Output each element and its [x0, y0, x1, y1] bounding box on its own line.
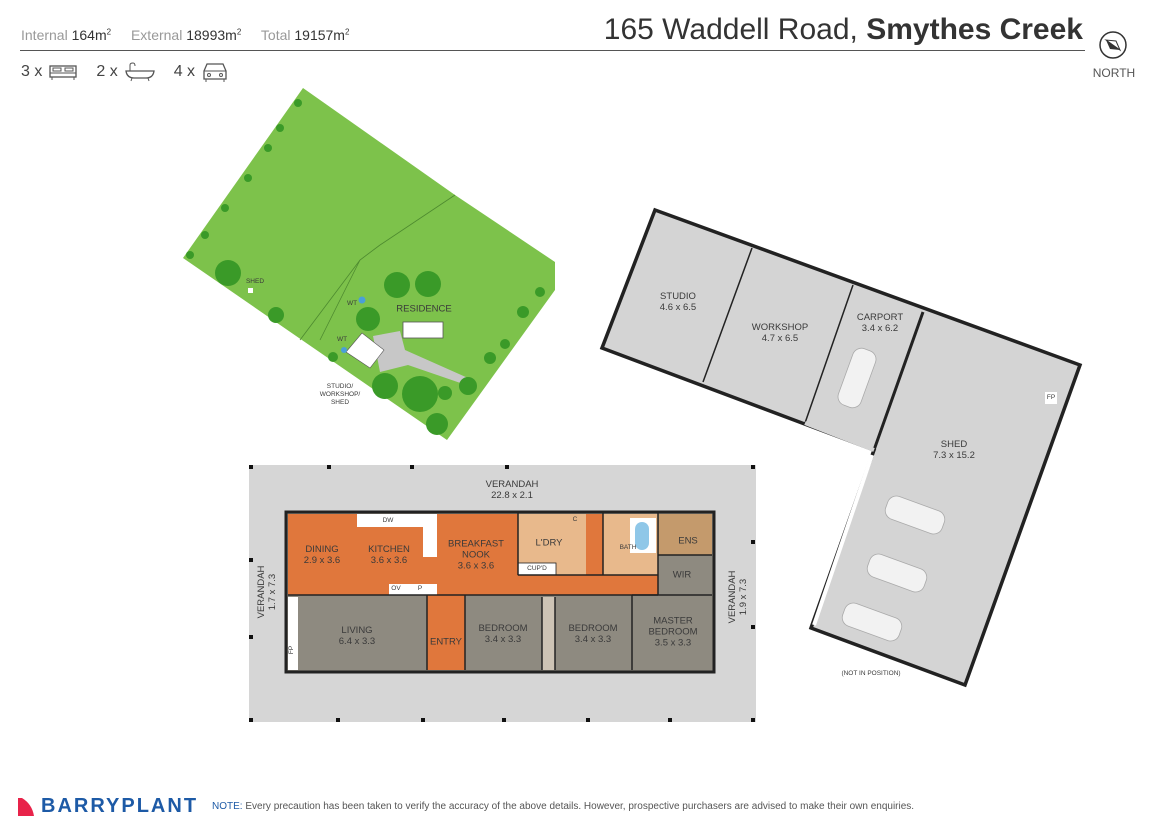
fp-box — [1045, 392, 1057, 404]
area-stats: Internal 164m2 External 18993m2 Total 19… — [21, 27, 365, 43]
oven-pantry — [389, 584, 437, 595]
site-shed-label: SHED — [245, 278, 265, 285]
entry-floor — [427, 595, 465, 670]
feature-counts: 3 x 2 x 4 x — [21, 61, 241, 83]
wir-label: WIR — [672, 569, 692, 581]
brand-logo: BARRYPLANT — [41, 795, 199, 817]
total-value: 19157m2 — [294, 27, 350, 43]
studio-footprint — [345, 332, 385, 369]
entry-label: ENTRY — [429, 636, 463, 648]
residence-footprint — [402, 321, 444, 339]
page-title: 165 Waddell Road, Smythes Creek — [604, 13, 1083, 47]
water-tank-2 — [341, 347, 347, 353]
external-label: External — [130, 27, 183, 43]
ov-label: OV — [391, 585, 401, 592]
ens-label: ENS — [678, 535, 698, 547]
internal-value: 164m2 — [71, 27, 112, 43]
fp-label: FP — [288, 645, 295, 655]
disclaimer-note: NOTE: Every precaution has been taken to… — [212, 801, 915, 812]
laundry-label: L'DRY — [535, 537, 563, 549]
bath-count: 2 x — [96, 63, 118, 80]
lot-boundary — [183, 88, 555, 440]
shed-door — [812, 454, 874, 626]
cupboard-label: CUP'D — [527, 565, 547, 572]
bath-icon — [124, 62, 155, 82]
address: 165 Waddell Road, — [603, 13, 858, 46]
site-wt-label: WT — [346, 300, 358, 307]
site-wt-label-2: WT — [336, 336, 348, 343]
dw-label: DW — [382, 517, 394, 524]
trees — [186, 99, 545, 435]
internal-label: Internal — [21, 27, 68, 43]
water-tank-1 — [358, 296, 366, 304]
verandah-posts — [249, 465, 755, 722]
tiled-area — [288, 514, 658, 595]
bed-count: 3 x — [21, 63, 43, 80]
site-studio-label: STUDIO/WORKSHOP/SHED — [319, 383, 361, 406]
site-residence-label: RESIDENCE — [396, 303, 452, 315]
compass-icon — [1099, 31, 1127, 59]
wardrobe — [542, 597, 555, 670]
bath-label: BATH — [619, 544, 637, 551]
workshop-carport-wall — [804, 284, 854, 424]
outbuildings-plan — [599, 207, 1083, 688]
car-icon — [203, 63, 227, 82]
site-plan — [183, 88, 555, 440]
footer: BARRYPLANT NOTE: Every precaution has be… — [17, 795, 914, 818]
studio-workshop-wall — [702, 247, 753, 383]
header-divider — [20, 50, 1085, 51]
cars — [837, 347, 946, 642]
car-count: 4 x — [173, 63, 196, 80]
shed-footprint — [248, 288, 253, 293]
carport-shed-wall — [872, 311, 925, 451]
outbuilding-outline — [599, 207, 1083, 688]
north-label: NORTH — [1092, 66, 1136, 80]
ens-floor — [658, 514, 712, 555]
suburb: Smythes Creek — [866, 13, 1083, 46]
external-value: 18993m2 — [186, 27, 242, 43]
kitchen-bench — [357, 514, 423, 527]
p-label: P — [417, 585, 423, 592]
wir-floor — [658, 555, 712, 595]
interior-walls — [288, 512, 712, 670]
not-in-position-note: (NOT IN POSITION) — [841, 670, 901, 677]
c-label: C — [572, 516, 578, 523]
barryplant-logo-mark — [18, 797, 34, 816]
bed-icon — [49, 65, 77, 80]
floor-plan — [249, 465, 756, 722]
shed-fp-label: FP — [1046, 394, 1056, 401]
total-label: Total — [260, 27, 291, 43]
driveway — [373, 331, 475, 388]
